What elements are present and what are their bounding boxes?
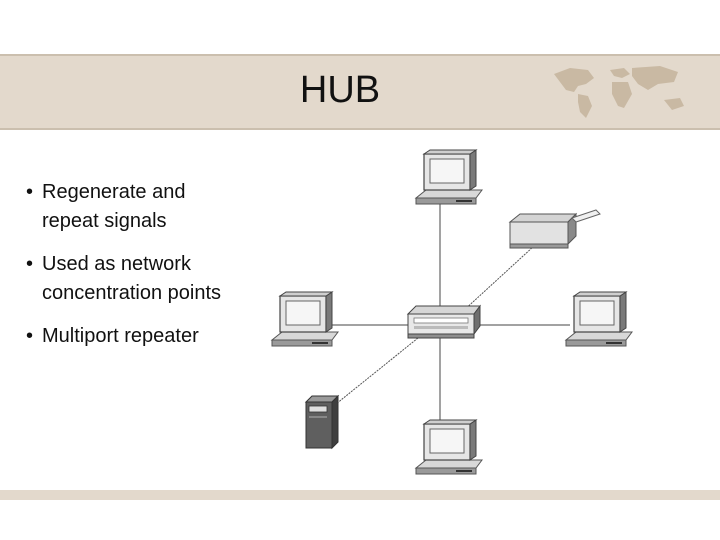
hub-icon	[406, 304, 481, 339]
bullet-list: Regenerate and repeat signals Used as ne…	[24, 178, 244, 365]
slide-title: HUB	[299, 69, 381, 111]
bullet-item: Multiport repeater	[24, 322, 244, 351]
title-band-top-rule	[0, 54, 720, 56]
printer-icon	[508, 209, 601, 249]
computer-left-icon	[271, 291, 339, 347]
bullet-item: Regenerate and repeat signals	[24, 178, 244, 236]
link-line-printer	[461, 245, 535, 313]
world-map-icon	[554, 66, 684, 118]
title-band-bottom-rule	[0, 128, 720, 130]
bottom-band	[0, 490, 720, 500]
computer-right-icon	[565, 291, 633, 347]
bullet-item: Used as network concentration points	[24, 250, 244, 308]
link-line-server	[335, 337, 419, 405]
title-band	[0, 54, 720, 130]
computer-bottom-icon	[415, 419, 483, 475]
network-diagram	[271, 149, 633, 475]
computer-top-icon	[415, 149, 483, 205]
server-tower-icon	[304, 394, 340, 450]
